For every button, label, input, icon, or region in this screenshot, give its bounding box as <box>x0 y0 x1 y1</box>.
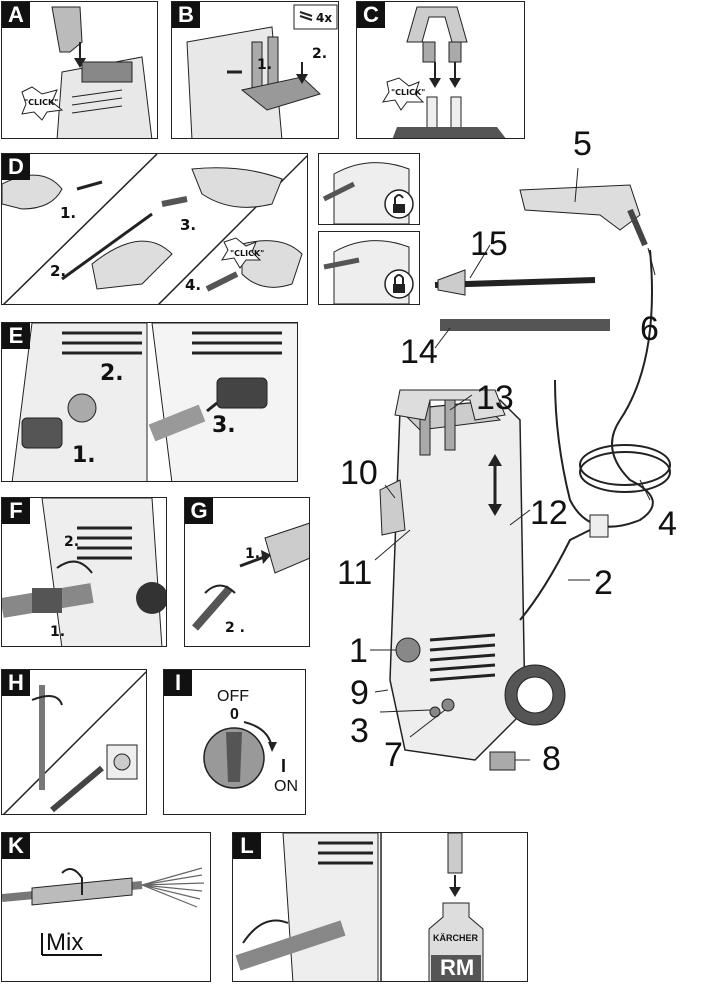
callout-2: 2 <box>594 566 613 600</box>
panel-k: K Mix <box>1 832 211 982</box>
panel-e-illustration <box>2 323 298 482</box>
callout-14: 14 <box>400 335 438 369</box>
panel-e-step-3: 3. <box>212 413 236 438</box>
callout-4: 4 <box>658 507 677 541</box>
panel-d-step-1: 1. <box>60 204 76 222</box>
panel-d: D 1. 2. 3. 4. "CLICK" <box>1 153 308 305</box>
panel-b-tag: B <box>172 2 200 28</box>
panel-l-tag: L <box>233 833 261 859</box>
panel-b-screw-count: 4x <box>316 11 332 25</box>
switch-off-label: OFF <box>217 688 249 706</box>
panel-e-step-2: 2. <box>100 361 124 386</box>
panel-l-illustration <box>233 833 528 982</box>
callout-5: 5 <box>573 127 592 161</box>
callout-11: 11 <box>337 556 372 590</box>
callout-8: 8 <box>542 742 561 776</box>
panel-i-tag: I <box>164 670 192 696</box>
panel-k-mix-label: Mix <box>46 929 83 957</box>
switch-on-label: ON <box>274 778 298 796</box>
panel-f-tag: F <box>2 498 30 524</box>
callout-3: 3 <box>350 714 369 748</box>
panel-b-step-2: 2. <box>312 46 327 62</box>
bottle-rm-label: RM <box>440 955 474 981</box>
panel-e: E 1. 2. 3. <box>1 322 298 482</box>
panel-a-click-label: "CLICK" <box>24 98 58 107</box>
callout-12: 12 <box>530 496 568 530</box>
switch-one-label: I <box>281 756 286 777</box>
callout-15: 15 <box>470 227 508 261</box>
panel-c-click-label: "CLICK" <box>391 88 425 97</box>
panel-d-step-3: 3. <box>180 216 196 234</box>
panel-d-tag: D <box>2 154 30 180</box>
panel-d-step-2: 2. <box>50 262 66 280</box>
panel-a-tag: A <box>2 2 30 28</box>
panel-h-tag: H <box>2 670 30 696</box>
panel-l: L KÄRCHER RM <box>232 832 528 982</box>
panel-f: F 1. 2. <box>1 497 167 647</box>
panel-a: A "CLICK" <box>1 1 158 139</box>
panel-b: B 4x 1. 2. <box>171 1 339 139</box>
callout-10: 10 <box>340 456 378 490</box>
panel-c-tag: C <box>357 2 385 28</box>
panel-h: H <box>1 669 147 815</box>
panel-f-step-2: 2. <box>64 534 79 550</box>
panel-k-tag: K <box>2 833 30 859</box>
panel-f-step-1: 1. <box>50 624 65 640</box>
panel-g-step-1: 1. <box>245 546 260 562</box>
bottle-brand-label: KÄRCHER <box>433 933 478 943</box>
panel-k-illustration <box>2 833 211 982</box>
panel-g: G 1. 2 . <box>184 497 310 647</box>
panel-g-tag: G <box>185 498 213 524</box>
panel-e-tag: E <box>2 323 30 349</box>
panel-d-step-4: 4. <box>185 276 201 294</box>
callout-13: 13 <box>476 381 514 415</box>
callout-1: 1 <box>349 634 368 668</box>
panel-c: C "CLICK" <box>356 1 525 139</box>
panel-g-step-2: 2 . <box>225 620 245 636</box>
panel-d-click-label: "CLICK" <box>230 249 264 258</box>
callout-7: 7 <box>384 738 403 772</box>
panel-d-illustration <box>2 154 308 305</box>
callout-9: 9 <box>350 676 369 710</box>
panel-e-step-1: 1. <box>72 443 96 468</box>
callout-6: 6 <box>640 312 659 346</box>
switch-zero-label: 0 <box>230 706 239 724</box>
panel-i: I OFF 0 I ON <box>163 669 306 815</box>
panel-b-step-1: 1. <box>257 57 272 73</box>
